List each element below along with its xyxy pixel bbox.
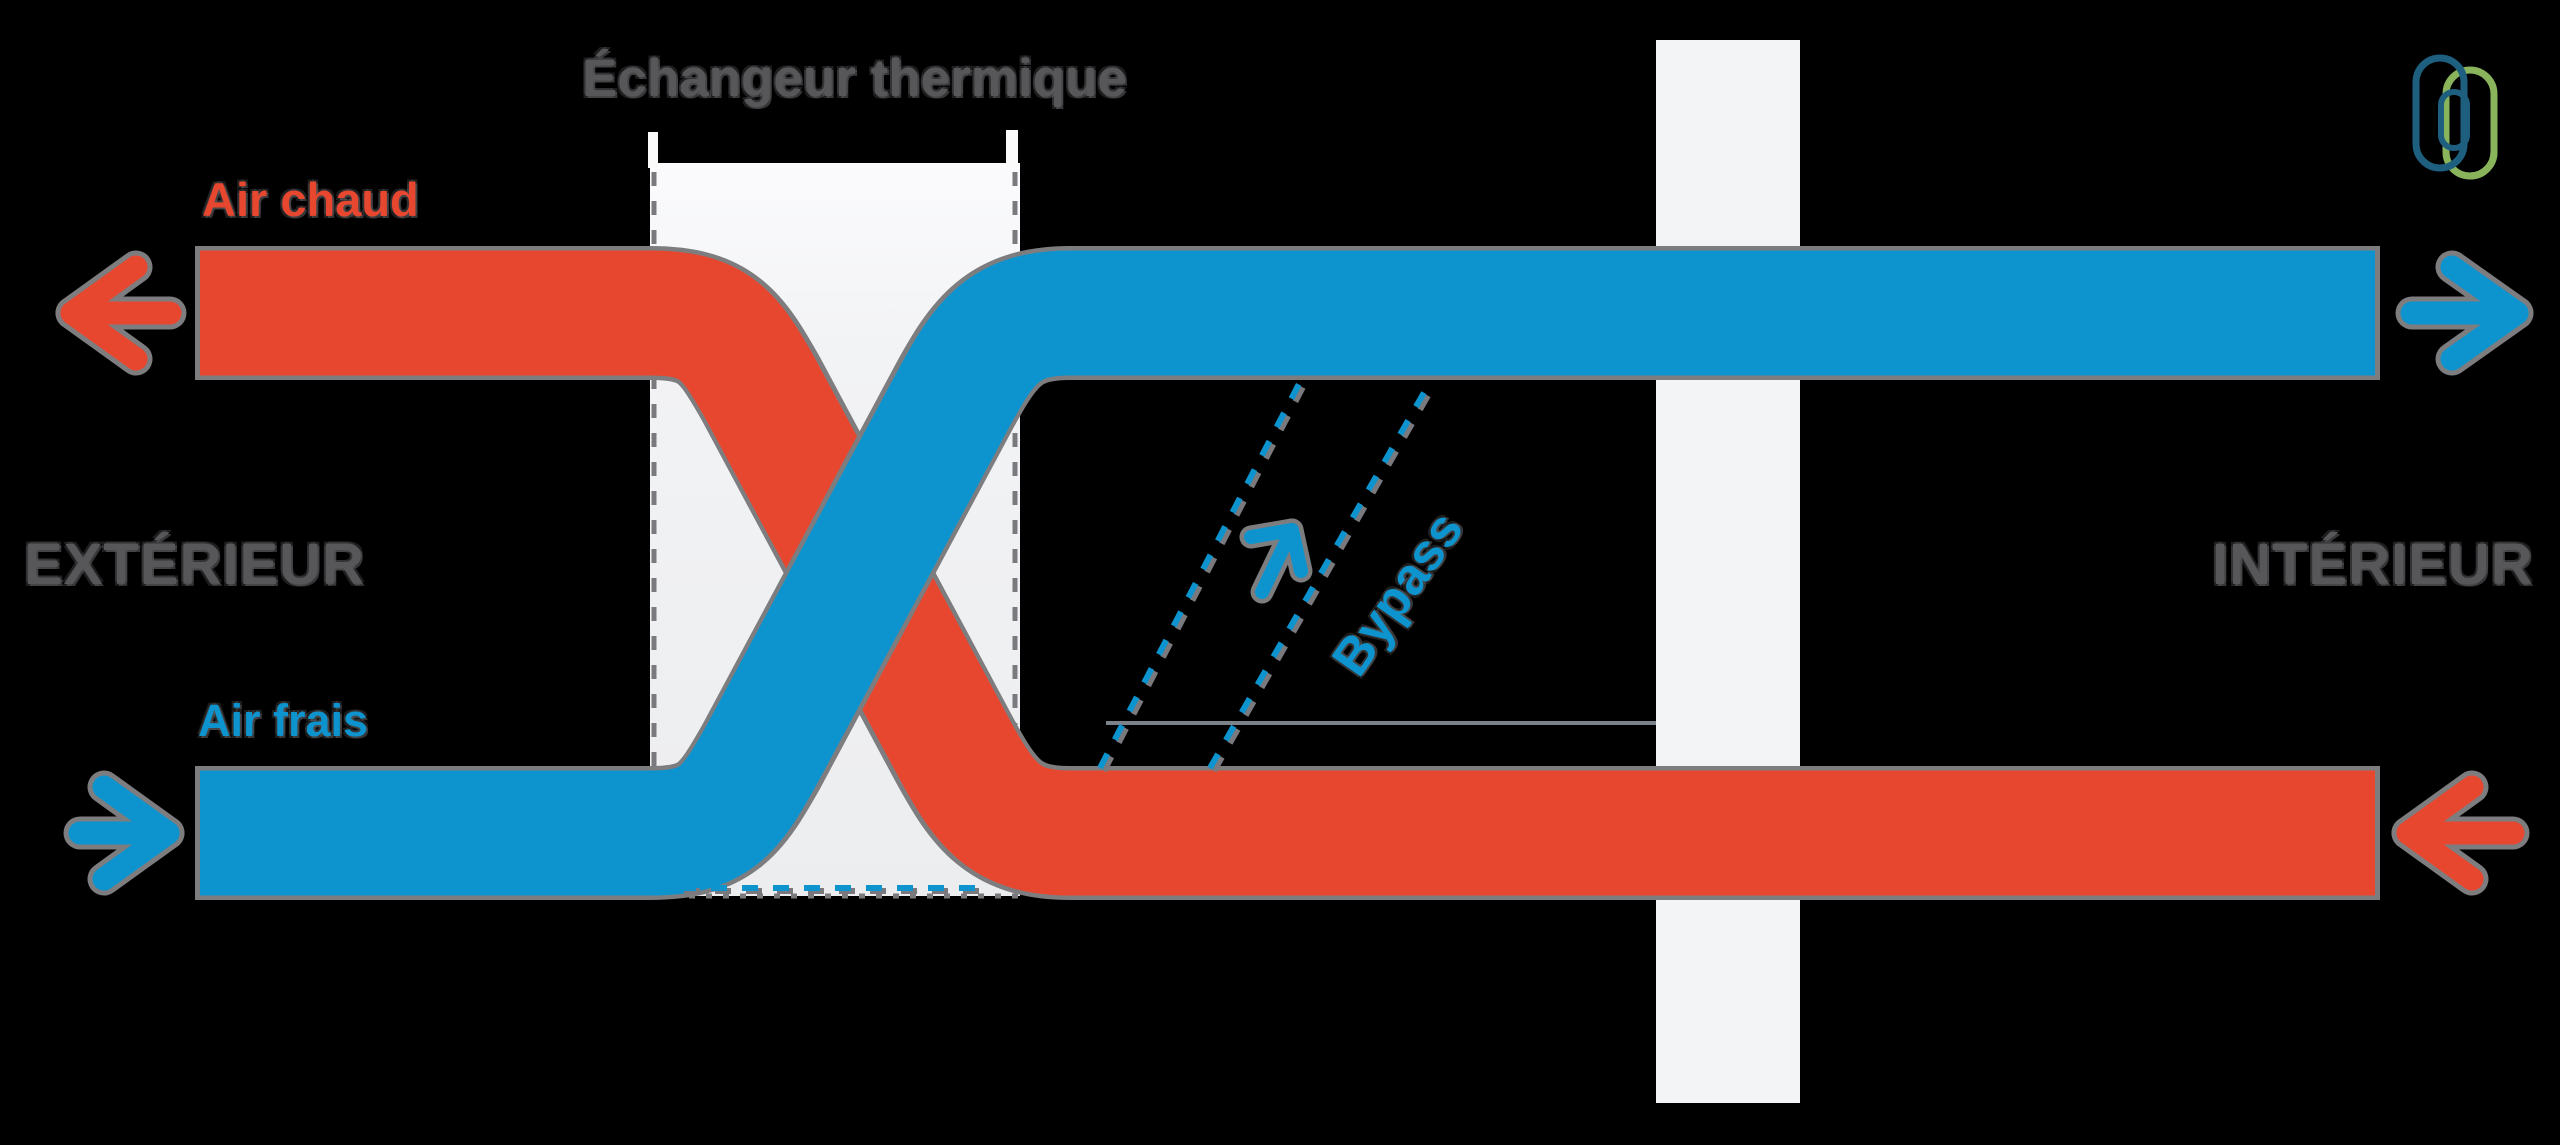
exchanger-top-tick-right [1006,130,1018,168]
bypass-dashed-route [680,380,1437,894]
arrow-left-icon [55,250,187,376]
interior-zone-label: INTÉRIEUR [2212,532,2534,597]
arrow-right-icon [2395,250,2534,376]
arrow-right-icon [63,770,185,896]
exterior-zone-label: EXTÉRIEUR [24,532,365,597]
fresh-air-label: Air frais [198,695,369,746]
exchanger-top-tick-left [648,132,658,168]
interlocked-links-logo-icon [2412,54,2498,180]
diagram-title: Échangeur thermique [582,49,1127,108]
bypass-arrow-icon [1239,518,1313,604]
hot-air-label: Air chaud [202,173,419,226]
arrow-left-icon [2391,770,2530,896]
interior-wall [1656,40,1800,1103]
fresh-air-band [195,246,2380,900]
